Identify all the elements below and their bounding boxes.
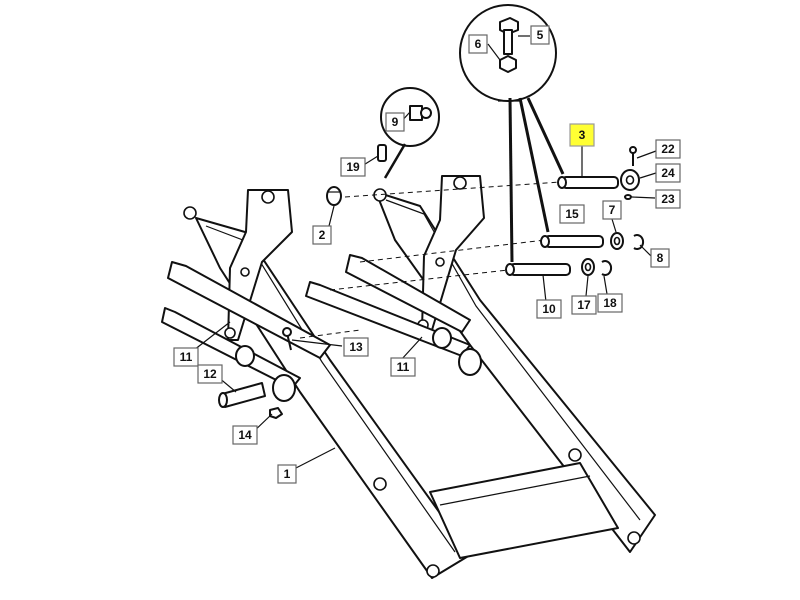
callout-17: 17	[571, 295, 597, 315]
pin-12	[218, 382, 266, 408]
callout-3: 3	[569, 123, 595, 147]
svg-text:8: 8	[657, 251, 664, 265]
svg-text:19: 19	[346, 160, 360, 174]
svg-text:18: 18	[603, 296, 617, 310]
svg-text:24: 24	[661, 166, 675, 180]
svg-text:10: 10	[542, 302, 556, 316]
bush-2	[326, 186, 342, 206]
svg-text:12: 12	[203, 367, 217, 381]
washer-17	[581, 258, 595, 276]
callout-7: 7	[602, 200, 622, 220]
callout-9: 9	[385, 112, 405, 132]
pin-3	[557, 176, 619, 189]
callout-5: 5	[530, 25, 550, 45]
washer-7	[610, 232, 624, 250]
callout-12: 12	[197, 364, 223, 384]
callout-23: 23	[655, 189, 681, 209]
screw-22	[629, 146, 637, 166]
detail-circle-nipple	[380, 87, 440, 179]
svg-text:9: 9	[392, 115, 399, 129]
pin-10	[505, 263, 571, 276]
svg-text:6: 6	[475, 37, 482, 51]
callout-11-right: 11	[390, 357, 416, 377]
pin-15	[540, 235, 604, 248]
callout-24: 24	[655, 163, 681, 183]
right-pivot-bush	[458, 348, 482, 376]
callout-11-left: 11	[173, 347, 199, 367]
callout-1: 1	[277, 464, 297, 484]
left-link-bush	[235, 345, 255, 367]
svg-text:22: 22	[661, 142, 675, 156]
callout-14: 14	[232, 425, 258, 445]
svg-text:17: 17	[577, 298, 591, 312]
nut-14	[269, 407, 283, 419]
callout-10: 10	[536, 299, 562, 319]
callout-15: 15	[559, 204, 585, 224]
callout-6: 6	[468, 34, 488, 54]
callout-18: 18	[597, 293, 623, 313]
svg-text:15: 15	[565, 207, 579, 221]
grub-23	[624, 194, 632, 200]
leader-lines	[193, 35, 657, 470]
clip-18	[601, 260, 613, 276]
svg-text:23: 23	[661, 192, 675, 206]
svg-text:5: 5	[537, 28, 544, 42]
callout-19: 19	[340, 157, 366, 177]
collar-24	[620, 169, 640, 191]
svg-text:14: 14	[238, 428, 252, 442]
svg-text:3: 3	[579, 128, 586, 142]
pin-19	[377, 144, 387, 162]
detail-circle-leaders	[508, 97, 565, 263]
right-link-bush	[432, 327, 452, 349]
callout-8: 8	[650, 248, 670, 268]
svg-text:2: 2	[319, 228, 326, 242]
lower-link-right	[305, 254, 471, 357]
svg-text:7: 7	[609, 203, 616, 217]
assembly-lines	[299, 181, 561, 339]
svg-text:1: 1	[284, 467, 291, 481]
svg-text:11: 11	[397, 360, 410, 374]
callout-13: 13	[343, 337, 369, 357]
svg-text:11: 11	[180, 350, 193, 364]
cross-tube	[429, 462, 619, 559]
callout-22: 22	[655, 139, 681, 159]
callout-2: 2	[312, 225, 332, 245]
left-pivot-bush	[272, 374, 296, 402]
bolt-13	[282, 327, 292, 351]
svg-text:13: 13	[349, 340, 363, 354]
